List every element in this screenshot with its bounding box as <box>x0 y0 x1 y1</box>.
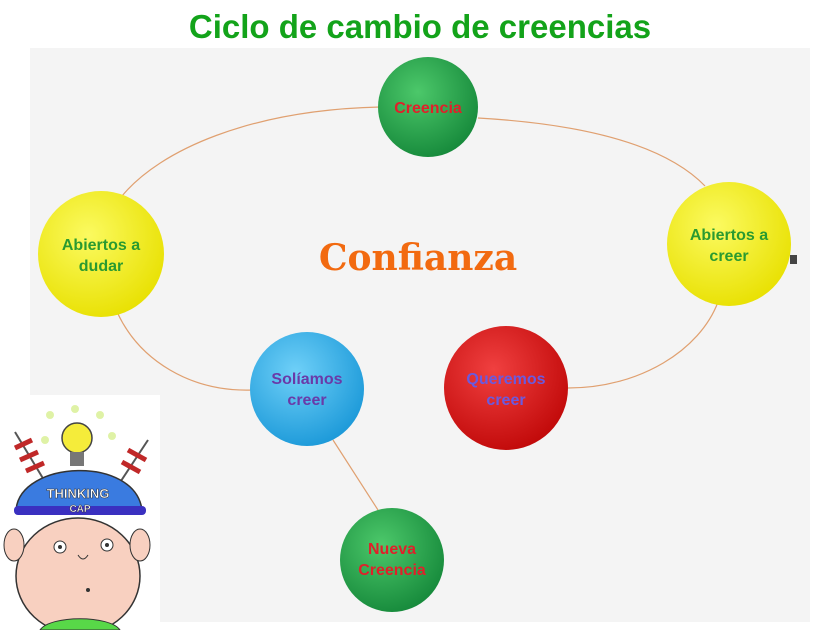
light-sparkles <box>41 405 116 444</box>
node-abiertos-a-dudar[interactable]: Abiertos a dudar <box>38 191 164 317</box>
diagram-title: Ciclo de cambio de creencias <box>188 8 652 45</box>
handle-marker <box>790 255 797 264</box>
connector-soliamos-nueva <box>332 439 379 511</box>
node-label: Creencia <box>394 100 462 117</box>
lightbulb-icon <box>61 422 93 454</box>
node-queremos-creer[interactable]: Queremos creer <box>444 326 568 450</box>
cap-text-line-1: THINKING <box>47 486 110 501</box>
node-label: Abiertos a <box>690 227 768 244</box>
cartoon-eyes <box>53 538 114 554</box>
connector-creer-queremos <box>567 301 719 389</box>
cartoon-nose <box>77 554 89 560</box>
node-circle <box>378 57 478 157</box>
cap-text-line-2: CAP <box>69 504 90 515</box>
node-label: Nueva <box>368 541 416 558</box>
node-creencia[interactable]: Creencia <box>378 57 478 157</box>
node-abiertos-a-creer[interactable]: Abiertos a creer <box>667 182 791 306</box>
node-soliamos-creer[interactable]: Solíamos creer <box>250 332 364 446</box>
node-label: creer <box>287 392 326 409</box>
cartoon-right-ear <box>129 528 151 562</box>
node-label: dudar <box>79 258 123 275</box>
cartoon-mouth <box>86 588 90 592</box>
connector-creencia-creer <box>477 117 706 187</box>
connector-dudar-soliamos <box>117 313 253 391</box>
node-label: Solíamos <box>271 371 342 388</box>
center-label: Confianza <box>319 237 517 279</box>
node-label: Abiertos a <box>62 237 140 254</box>
node-label: creer <box>486 392 525 409</box>
node-label: Queremos <box>466 371 545 388</box>
thinking-cap-brim <box>14 506 146 515</box>
thinking-cap-dome <box>15 469 143 511</box>
node-circle <box>667 182 791 306</box>
node-circle <box>250 332 364 446</box>
cartoon-face <box>15 517 141 630</box>
node-circle <box>38 191 164 317</box>
antenna-coils <box>13 437 148 475</box>
node-label: creer <box>709 248 748 265</box>
node-nueva-creencia[interactable]: Nueva Creencia <box>340 508 444 612</box>
node-circle <box>444 326 568 450</box>
connector-creencia-dudar <box>121 106 381 197</box>
thinking-cap-illustration: THINKING CAP <box>0 395 160 630</box>
cartoon-shirt <box>39 618 121 630</box>
lightbulb-base <box>70 452 84 466</box>
node-circle <box>340 508 444 612</box>
node-label: Creencia <box>358 562 426 579</box>
connector-lines <box>117 106 719 511</box>
cartoon-left-ear <box>3 528 25 562</box>
